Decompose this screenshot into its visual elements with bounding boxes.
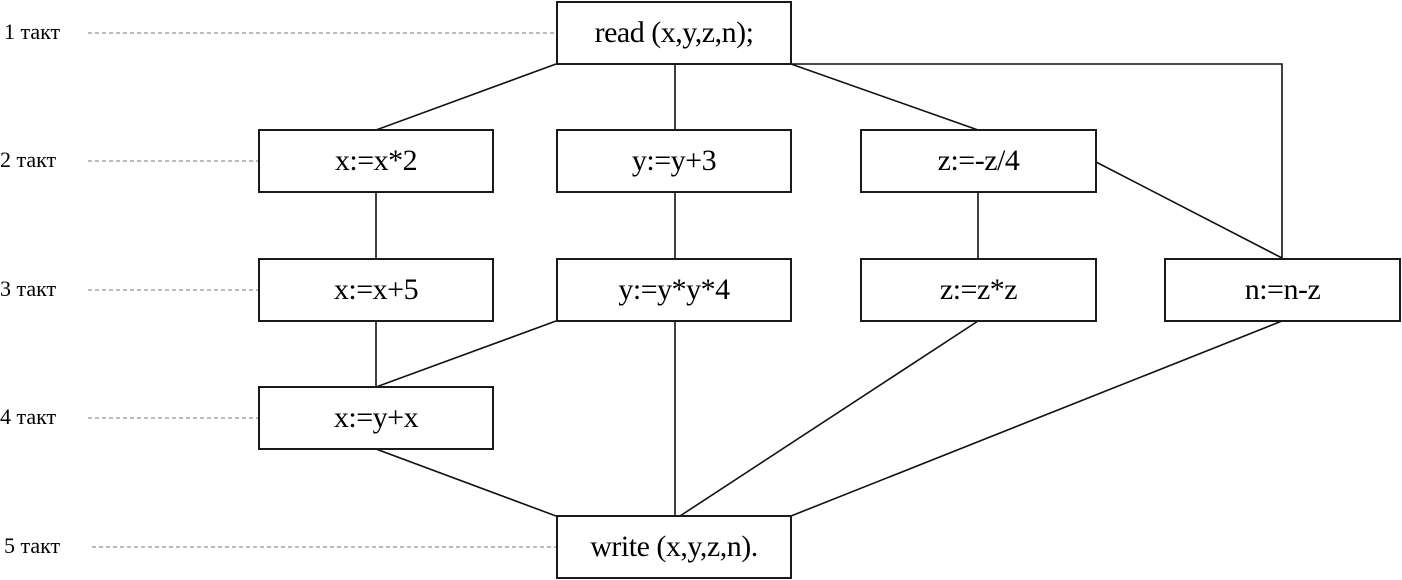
tact-label-5: 5 такт (4, 533, 61, 558)
edge-y2-x3 (375, 320, 557, 388)
edge-n1-write (790, 320, 1283, 517)
node-write: write (x,y,z,n). (556, 515, 792, 579)
tact-label-1: 1 такт (4, 19, 61, 44)
edge-read-x1 (375, 63, 557, 131)
node-x-mul-2: x:=x*2 (258, 129, 494, 193)
node-z-neg-div-4: z:=-z/4 (860, 129, 1097, 193)
edge-z2-write (679, 320, 979, 517)
edge-read-z1 (790, 63, 979, 131)
node-y-mul-y-4: y:=y*y*4 (556, 258, 792, 322)
node-read: read (x,y,z,n); (556, 1, 792, 65)
node-z-mul-z: z:=z*z (860, 258, 1097, 322)
node-x-plus-5: x:=x+5 (258, 258, 494, 322)
node-n-minus-z: n:=n-z (1164, 258, 1401, 322)
node-x-y-plus-x: x:=y+x (258, 386, 494, 450)
tact-label-4: 4 такт (0, 404, 57, 429)
edge-x3-write (375, 448, 557, 517)
edge-read-n1 (791, 63, 1283, 258)
node-y-plus-3: y:=y+3 (556, 129, 792, 193)
tact-label-3: 3 такт (0, 276, 57, 301)
tact-label-2: 2 такт (0, 147, 57, 172)
edge-z1-n1 (1095, 161, 1283, 259)
